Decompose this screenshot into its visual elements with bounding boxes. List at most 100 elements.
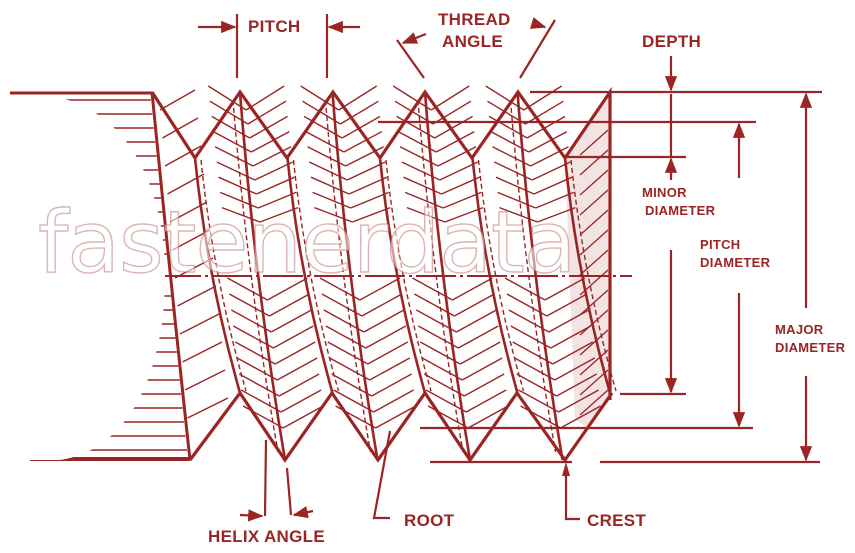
flank-hatch-line xyxy=(544,277,586,301)
flank-hatch-line xyxy=(457,325,499,349)
flank-hatch-line xyxy=(419,341,461,365)
flank-hatch-line xyxy=(242,405,284,429)
label-thread-angle-2: ANGLE xyxy=(442,32,503,51)
flank-hatch-line xyxy=(461,357,503,381)
label-pitch-diameter-1: PITCH xyxy=(700,237,741,252)
helix-angle-arrow-right xyxy=(292,506,314,519)
flank-hatch-line xyxy=(172,229,211,251)
flank-hatch-line xyxy=(329,357,371,381)
flank-hatch-line xyxy=(271,309,312,333)
flank-hatch-line xyxy=(247,100,287,125)
end-face-hatch xyxy=(579,209,609,236)
flank-hatch-line xyxy=(518,389,559,413)
dimension-lines xyxy=(198,14,822,522)
flank-hatch-line xyxy=(319,277,361,301)
flank-hatch-line xyxy=(417,325,459,349)
flank-hatch-line xyxy=(375,405,416,429)
flank-hatch-line xyxy=(209,100,249,125)
label-helix-angle: HELIX ANGLE xyxy=(208,527,325,546)
flank-hatch-line xyxy=(504,277,546,301)
label-major-diameter-2: DIAMETER xyxy=(775,340,846,355)
flank-hatch-line xyxy=(535,191,574,209)
flank-hatch-line xyxy=(510,325,552,349)
flank-hatch-line xyxy=(414,293,455,317)
flank-hatch-line xyxy=(340,100,379,125)
end-face-hatch xyxy=(579,129,609,156)
flank-hatch-line xyxy=(164,145,202,167)
flank-hatch-line xyxy=(361,293,403,317)
root-helix-line xyxy=(286,157,334,394)
flank-hatch-line xyxy=(272,325,314,349)
flank-hatch-line xyxy=(169,201,208,223)
flank-hatch-line xyxy=(554,357,596,381)
flank-hatch-line xyxy=(327,341,369,365)
flank-hatch-line xyxy=(234,341,276,365)
flank-hatch-line xyxy=(335,405,376,429)
helix-angle-ext-right xyxy=(285,467,293,516)
flank-hatch-line xyxy=(256,176,295,195)
flank-hatch-line xyxy=(533,176,573,195)
flank-hatch-line xyxy=(219,191,259,209)
end-face-hatch xyxy=(579,229,609,256)
flank-hatch-line xyxy=(373,389,414,413)
flank-hatch-line xyxy=(300,85,340,111)
flank-hatch-line xyxy=(162,117,199,139)
flank-hatch-line xyxy=(508,309,550,333)
flank-hatch-line xyxy=(495,176,535,195)
label-depth: DEPTH xyxy=(642,32,702,51)
flank-hatch-line xyxy=(352,206,391,223)
flank-hatch-line xyxy=(321,293,363,317)
flank-hatch-line xyxy=(403,176,442,195)
label-minor-diameter-1: MINOR xyxy=(642,185,687,200)
end-face-hatch xyxy=(579,369,609,396)
flank-hatch-line xyxy=(406,206,446,223)
flank-hatch-line xyxy=(430,85,470,111)
flank-hatch-line xyxy=(333,389,374,413)
flank-hatch-line xyxy=(345,146,384,167)
flank-hatch-line xyxy=(434,115,473,139)
flank-hatch-line xyxy=(398,130,437,153)
flank-hatch-line xyxy=(396,115,435,139)
flank-hatch-line xyxy=(492,146,531,167)
flank-hatch-line xyxy=(421,357,463,381)
end-face-shading xyxy=(565,92,610,428)
bottom-thread-profile xyxy=(188,390,614,463)
label-crest: CREST xyxy=(587,511,647,530)
thread-angle-ext-left xyxy=(396,39,425,79)
flank-hatch-line xyxy=(454,293,495,317)
flank-hatch-line xyxy=(331,373,373,397)
flank-hatch-line xyxy=(252,146,292,167)
helix-angle-arrow-left xyxy=(239,509,264,522)
flank-hatch-line xyxy=(179,313,220,335)
flank-hatch-line xyxy=(338,85,378,111)
flank-hatch-line xyxy=(276,357,318,381)
end-face-hatch xyxy=(579,349,609,376)
root-leader xyxy=(372,430,392,520)
end-face-hatch xyxy=(579,249,609,276)
flank-hatch-line xyxy=(441,176,480,195)
flank-hatch-line xyxy=(308,161,348,181)
flank-hatch-line xyxy=(350,191,389,209)
flank-hatch-line xyxy=(314,206,353,223)
flank-hatch-line xyxy=(249,115,288,139)
flank-hatch-line xyxy=(278,373,320,397)
flank-hatch-line xyxy=(167,173,205,195)
flank-hatch-line xyxy=(416,309,457,333)
flank-hatch-line xyxy=(442,191,482,209)
flank-hatch-line xyxy=(238,373,280,397)
flank-hatch-line xyxy=(514,357,556,381)
flank-hatch-line xyxy=(528,130,568,153)
end-face-hatch xyxy=(579,269,609,296)
flank-hatch-line xyxy=(550,325,592,349)
flank-hatch-line xyxy=(439,161,479,181)
flank-hatch-line xyxy=(254,161,294,181)
flank-hatch-line xyxy=(343,130,383,153)
flank-hatch-line xyxy=(245,85,285,111)
end-face-hatch xyxy=(579,309,609,336)
flank-hatch-line xyxy=(493,161,533,181)
flank-hatch-line xyxy=(282,405,324,429)
flank-hatch-line xyxy=(425,389,467,413)
flank-hatch-line xyxy=(310,176,350,195)
flank-hatch-line xyxy=(159,89,196,111)
flank-hatch-line xyxy=(367,341,409,365)
